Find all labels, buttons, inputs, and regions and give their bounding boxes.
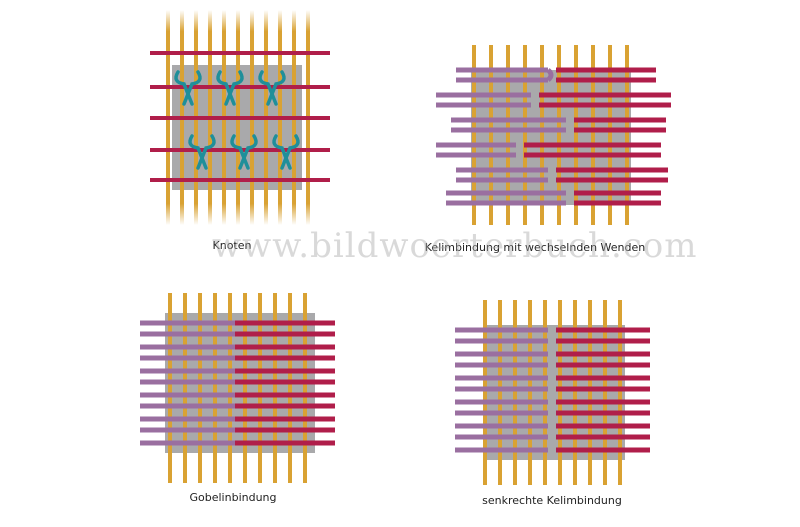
caption-gobelin: Gobelinbindung [189,491,277,504]
knoten-weave-graphic [150,10,330,225]
kelim-wechselnd-illustration [436,45,671,225]
gobelin-illustration [140,293,335,483]
kelim-wechselnd-weave-graphic [436,45,671,225]
watermark: www.bildwoerterbuch.com [212,226,698,266]
senkrecht-kelim-illustration [455,300,650,485]
caption-kelim-wechselnd: Kelimbindung mit wechselnden Wenden [424,241,646,254]
caption-knoten: Knoten [212,239,252,252]
knoten-illustration [150,10,330,225]
senkrecht-kelim-weave-graphic [455,300,650,485]
caption-senkrecht-kelim: senkrechte Kelimbindung [482,494,622,507]
gobelin-weave-graphic [140,293,335,483]
